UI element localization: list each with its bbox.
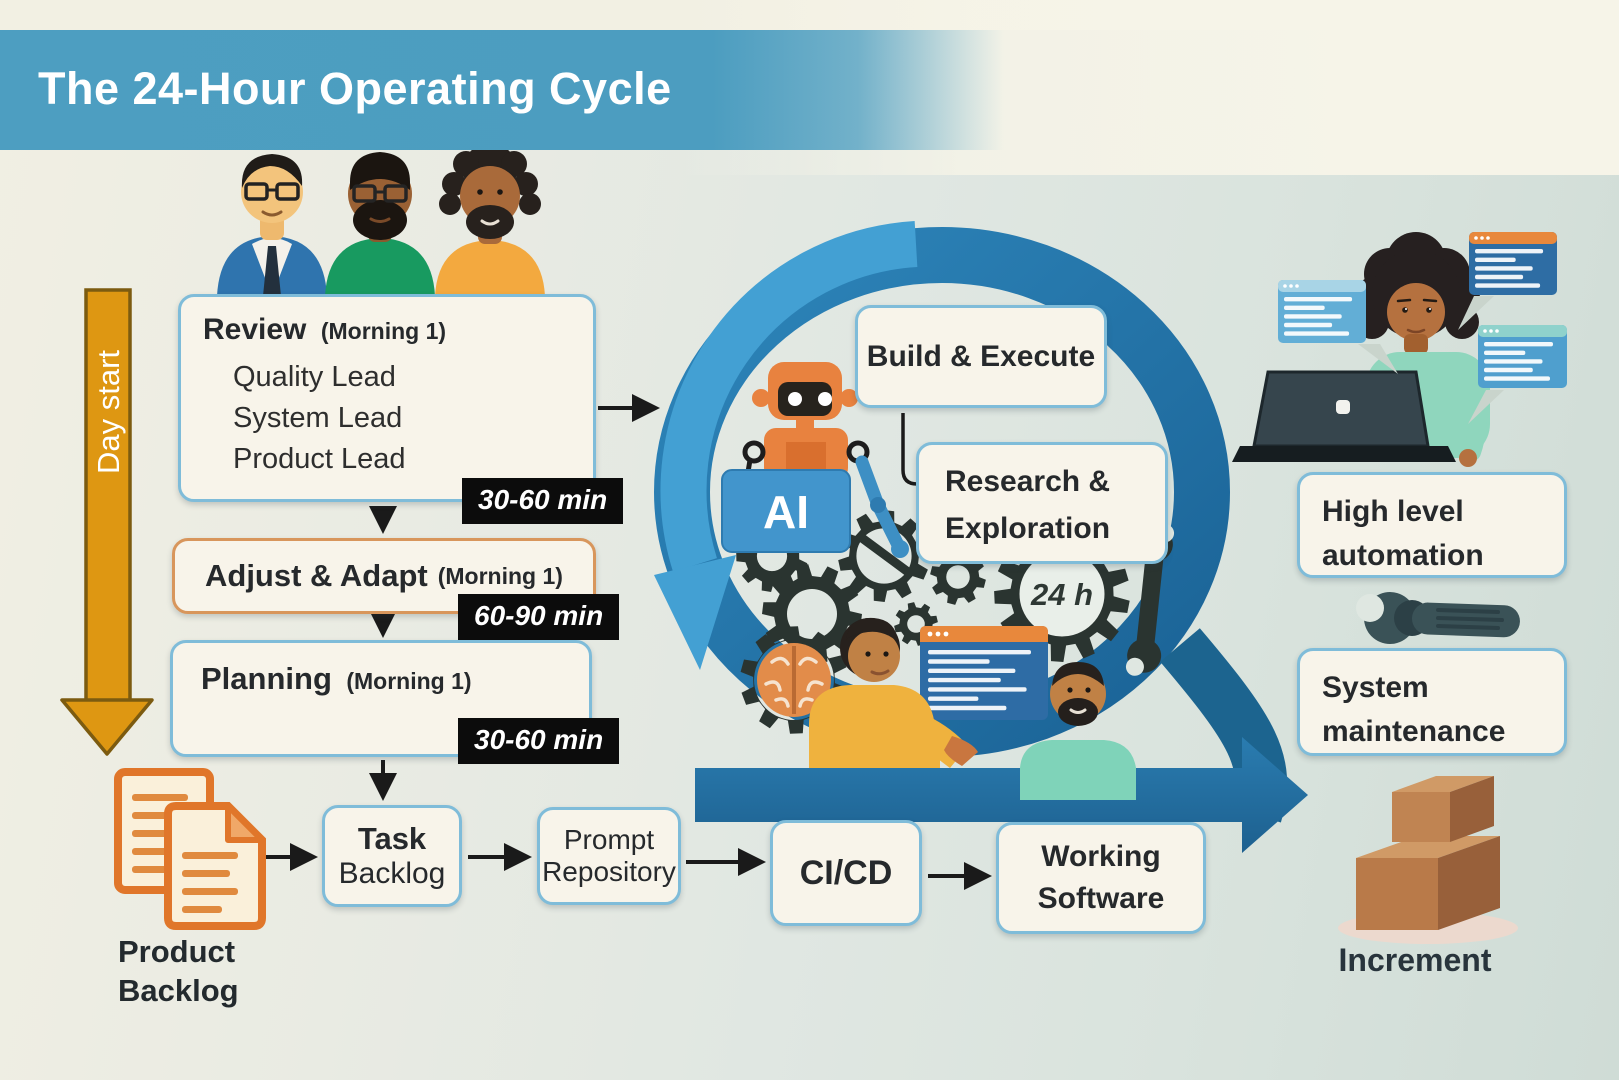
code-line xyxy=(1284,297,1353,302)
code-window xyxy=(1478,325,1567,388)
research-line1: Research & xyxy=(945,465,1111,498)
connector-build-research xyxy=(901,413,918,486)
high-level-line2: automation xyxy=(1322,538,1484,572)
increment-boxes-icon xyxy=(1338,776,1518,944)
code-line xyxy=(1484,376,1550,381)
system-lead-avatar xyxy=(325,152,435,296)
working-software-box: Working Software xyxy=(996,822,1206,934)
build-execute-box: Build & Execute xyxy=(855,305,1107,408)
working-software-line2: Software xyxy=(1037,882,1165,915)
research-exploration-box: Research & Exploration xyxy=(916,442,1168,564)
ai-label: AI xyxy=(763,486,809,538)
prompt-repository-line2: Repository xyxy=(542,856,676,887)
gear-slash xyxy=(857,533,913,577)
adjust-duration-badge: 60-90 min xyxy=(458,594,620,640)
cycle-inner-swirl xyxy=(660,221,918,572)
code-line xyxy=(928,687,1027,692)
code-bubbles xyxy=(1278,232,1567,424)
code-line xyxy=(928,668,1016,673)
page-title: The 24-Hour Operating Cycle xyxy=(38,63,672,114)
build-execute-label: Build & Execute xyxy=(866,339,1096,373)
prompt-repository-box: Prompt Repository xyxy=(537,807,681,905)
task-backlog-line1: Task xyxy=(357,821,427,856)
flow-connectors xyxy=(264,394,992,890)
code-line xyxy=(928,696,979,701)
brain-icon xyxy=(757,643,831,717)
code-line xyxy=(1475,266,1533,271)
task-backlog-line2: Backlog xyxy=(338,857,446,890)
code-line xyxy=(1284,305,1325,310)
code-window xyxy=(1469,232,1557,295)
code-line xyxy=(928,650,1031,655)
code-line xyxy=(1484,359,1543,364)
code-line xyxy=(1475,249,1544,254)
product-lead-avatar xyxy=(435,143,545,296)
automation-engineer-illustration xyxy=(1232,232,1490,467)
review-box: Review (Morning 1) Quality Lead System L… xyxy=(178,294,596,502)
code-line xyxy=(1284,314,1342,319)
planning-title: Planning xyxy=(201,661,332,696)
cicd-label: CI/CD xyxy=(799,853,893,892)
developer-one-illustration xyxy=(809,617,978,769)
list-item: Quality Lead xyxy=(233,361,396,393)
code-line xyxy=(1284,331,1350,336)
system-maintenance-box: System maintenance xyxy=(1297,648,1567,756)
product-backlog-icon xyxy=(114,768,266,930)
review-title: Review xyxy=(203,313,307,346)
title-banner: The 24-Hour Operating Cycle xyxy=(0,30,1619,150)
product-backlog-line2: Backlog xyxy=(118,972,239,1008)
day-start-label: Day start xyxy=(91,350,126,474)
code-line xyxy=(1484,350,1526,355)
research-line2: Exploration xyxy=(945,511,1111,545)
product-backlog-label: Product Backlog xyxy=(118,933,239,1011)
list-item: System Lead xyxy=(233,402,403,435)
prompt-repository-line1: Prompt xyxy=(563,824,655,855)
cicd-box: CI/CD xyxy=(770,820,922,926)
adjust-adapt-box: Adjust & Adapt (Morning 1) xyxy=(172,538,596,614)
system-maintenance-line1: System xyxy=(1322,671,1429,704)
code-window xyxy=(1278,280,1366,343)
maintenance-wrench-icon xyxy=(1356,592,1520,644)
laptop-icon xyxy=(1232,370,1456,462)
code-line xyxy=(1475,274,1524,280)
team-trio-illustration xyxy=(217,143,545,296)
high-level-line1: High level xyxy=(1322,495,1464,528)
code-line xyxy=(1475,257,1516,262)
code-line xyxy=(1475,283,1541,288)
code-line xyxy=(928,705,1007,711)
cycle-swirl-arrowhead xyxy=(654,555,736,670)
product-backlog-line1: Product xyxy=(118,934,236,969)
adjust-adapt-tag: (Morning 1) xyxy=(437,562,563,589)
day-start-arrow: Day start xyxy=(60,288,154,756)
review-items: Quality Lead System Lead Product Lead xyxy=(233,357,571,481)
working-software-line1: Working xyxy=(1041,840,1161,873)
developer-two-illustration xyxy=(1020,662,1136,800)
code-window xyxy=(920,626,1048,720)
high-level-automation-box: High level automation xyxy=(1297,472,1567,578)
gear-icon xyxy=(838,510,930,602)
code-line xyxy=(1484,342,1553,347)
quality-lead-avatar xyxy=(217,154,327,296)
cycle-duration-label: 24 h xyxy=(1030,577,1093,612)
review-tag: (Morning 1) xyxy=(320,318,447,344)
review-duration-badge: 30-60 min xyxy=(462,478,624,524)
code-line xyxy=(928,677,1001,683)
system-maintenance-line2: maintenance xyxy=(1322,714,1506,748)
ai-sign xyxy=(721,469,851,553)
adjust-adapt-title: Adjust & Adapt xyxy=(205,558,428,593)
code-line xyxy=(1284,322,1333,328)
list-item: Product Lead xyxy=(233,443,406,476)
increment-label: Increment xyxy=(1338,942,1492,978)
planning-tag: (Morning 1) xyxy=(346,668,472,694)
code-line xyxy=(1484,367,1533,373)
review-title-row: Review (Morning 1) xyxy=(203,313,571,347)
code-line xyxy=(928,659,990,664)
delivery-arrow xyxy=(695,737,1308,853)
task-backlog-box: Task Backlog xyxy=(322,805,462,907)
ai-robot-illustration: AI xyxy=(721,362,909,558)
planning-duration-badge: 30-60 min xyxy=(458,718,620,764)
